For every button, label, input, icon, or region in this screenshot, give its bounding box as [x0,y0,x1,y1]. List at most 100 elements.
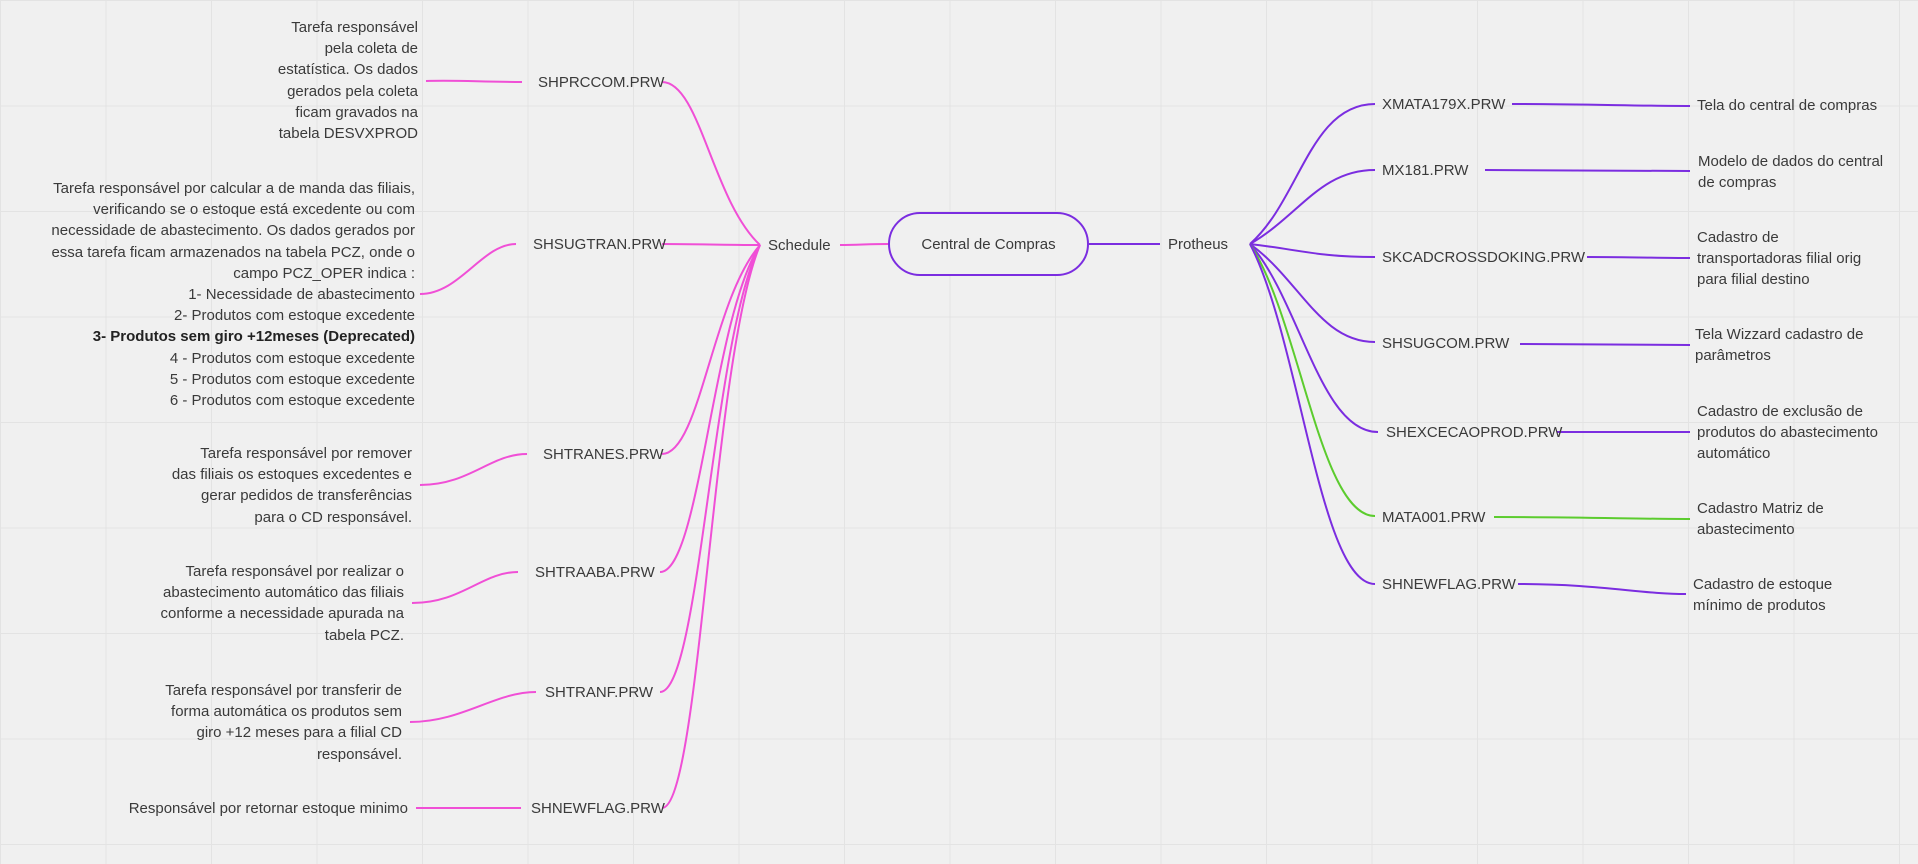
desc-line: das filiais os estoques excedentes e [171,466,412,484]
hub-schedule[interactable]: Schedule [768,237,831,254]
desc-line-deprecated: 3- Produtos sem giro +12meses (Deprecate… [92,328,415,346]
desc-line: conforme a necessidade apurada na [160,605,404,623]
desc-line: Tela Wizzard cadastro de [1695,326,1864,343]
desc-xmata179x: Tela do central de compras [1697,95,1877,116]
link-protheus-shsugcom [1249,243,1376,343]
desc-shtranes: Tarefa responsável por remover das filia… [172,443,412,528]
link-protheus-shexcecao [1249,243,1379,433]
node-shnewflag-right[interactable]: SHNEWFLAG.PRW [1382,576,1516,593]
desc-line: Cadastro Matriz de [1697,500,1824,517]
link-schedule-shsugtran [661,243,761,246]
desc-line: necessidade de abastecimento. Os dados g… [51,222,415,240]
link-protheus-skcad [1249,243,1376,258]
link-xmata179x-desc [1511,103,1691,107]
desc-line: Tarefa responsável [291,19,418,36]
desc-line: giro +12 meses para a filial CD [196,724,402,742]
desc-line: abastecimento [1697,521,1795,539]
node-shnewflag-left[interactable]: SHNEWFLAG.PRW [531,800,665,817]
desc-line: verificando se o estoque está excedente … [93,201,415,219]
link-protheus-xmata179x [1249,103,1376,245]
node-mx181[interactable]: MX181.PRW [1382,162,1469,179]
link-shprccom-desc [425,79,523,83]
desc-line: tabela PCZ. [324,626,404,644]
link-shtraaba-desc [411,571,519,604]
desc-line: parâmetros [1695,347,1771,365]
desc-line: responsável. [316,745,402,763]
desc-line: Tela do central de compras [1697,97,1878,114]
link-shnewflag-right-desc [1517,583,1687,595]
node-shexcecaoprod[interactable]: SHEXCECAOPROD.PRW [1386,424,1563,441]
node-shtranf[interactable]: SHTRANF.PRW [545,684,654,701]
desc-shtranf: Tarefa responsável por transferir de for… [165,680,402,765]
desc-shtraaba: Tarefa responsável por realizar o abaste… [160,561,404,646]
desc-line: produtos do abastecimento [1697,424,1878,442]
desc-line: Tarefa responsável por transferir de [165,682,402,699]
link-shsugtran-desc [419,243,517,295]
desc-line: gerados pela coleta [287,82,418,100]
desc-line: Tarefa responsável por remover [200,445,412,462]
link-protheus-mx181 [1249,169,1376,245]
desc-line: Tarefa responsável por calcular a de man… [53,180,415,197]
desc-mx181: Modelo de dados do central de compras [1698,151,1883,193]
node-mata001[interactable]: MATA001.PRW [1382,509,1486,526]
node-shsugtran[interactable]: SHSUGTRAN.PRW [533,236,667,253]
link-protheus-shnewflag [1249,243,1376,585]
link-schedule-shnewflag [661,244,761,809]
desc-line: Cadastro de exclusão de [1697,403,1863,420]
link-schedule-shtranes [661,244,761,455]
desc-line: estatística. Os dados [277,61,418,79]
node-shtranes[interactable]: SHTRANES.PRW [543,446,664,463]
desc-mata001: Cadastro Matriz de abastecimento [1697,498,1824,540]
desc-line: tabela DESVXPROD [278,125,418,143]
desc-line: para filial destino [1697,271,1810,289]
link-mx181-desc [1484,169,1691,172]
desc-line: 2- Produtos com estoque excedente [174,307,415,325]
desc-shsugcom: Tela Wizzard cadastro de parâmetros [1695,324,1863,366]
desc-line: 5 - Produtos com estoque excedente [169,370,415,388]
node-xmata179x[interactable]: XMATA179X.PRW [1382,96,1506,113]
desc-line: 4 - Produtos com estoque excedente [169,349,415,367]
node-shsugcom[interactable]: SHSUGCOM.PRW [1382,335,1510,352]
desc-line: 1- Necessidade de abastecimento [188,286,415,304]
central-node-label: Central de Compras [921,235,1056,253]
desc-line: forma automática os produtos sem [171,703,402,721]
desc-line: transportadoras filial orig [1697,250,1862,268]
link-skcad-desc [1586,256,1691,259]
desc-line: mínimo de produtos [1693,597,1826,615]
desc-line: 6 - Produtos com estoque excedente [169,392,415,410]
desc-line: essa tarefa ficam armazenados na tabela … [51,243,415,261]
node-shprccom[interactable]: SHPRCCOM.PRW [538,74,665,91]
hub-protheus[interactable]: Protheus [1168,236,1229,253]
desc-line: automático [1697,445,1771,463]
link-shtranes-desc [419,453,528,486]
link-shsugcom-desc [1519,343,1691,346]
desc-line: de compras [1698,174,1777,192]
desc-line: abastecimento automático das filiais [163,584,404,602]
desc-line: Cadastro de estoque [1693,576,1833,593]
desc-line: ficam gravados na [295,103,418,121]
node-shtraaba[interactable]: SHTRAABA.PRW [535,564,655,581]
node-skcadcrossdoking[interactable]: SKCADCROSSDOKING.PRW [1382,249,1586,266]
central-node[interactable]: Central de Compras [888,212,1089,276]
desc-line: pela coleta de [324,40,418,58]
desc-line: Responsável por retornar estoque minimo [128,800,408,817]
link-shtranf-desc [409,691,537,723]
desc-line: gerar pedidos de transferências [201,487,412,505]
desc-shexcecaoprod: Cadastro de exclusão de produtos do abas… [1697,401,1878,465]
desc-shsugtran: Tarefa responsável por calcular a de man… [51,178,415,411]
desc-shnewflag-left: Responsável por retornar estoque minimo [129,798,408,819]
desc-shprccom: Tarefa responsável pela coleta de estatí… [278,17,418,144]
link-schedule-shprccom [661,81,761,246]
desc-line: campo PCZ_OPER indica : [233,264,415,282]
link-central-schedule [839,243,889,246]
link-protheus-mata001 [1249,243,1376,517]
link-mata001-desc [1493,516,1691,520]
desc-line: para o CD responsável. [254,508,412,526]
desc-line: Tarefa responsável por realizar o [185,563,404,580]
link-schedule-shtranf [659,244,761,693]
desc-line: Modelo de dados do central [1698,153,1884,170]
desc-line: Cadastro de [1697,229,1779,246]
link-schedule-shtraaba [659,244,761,573]
